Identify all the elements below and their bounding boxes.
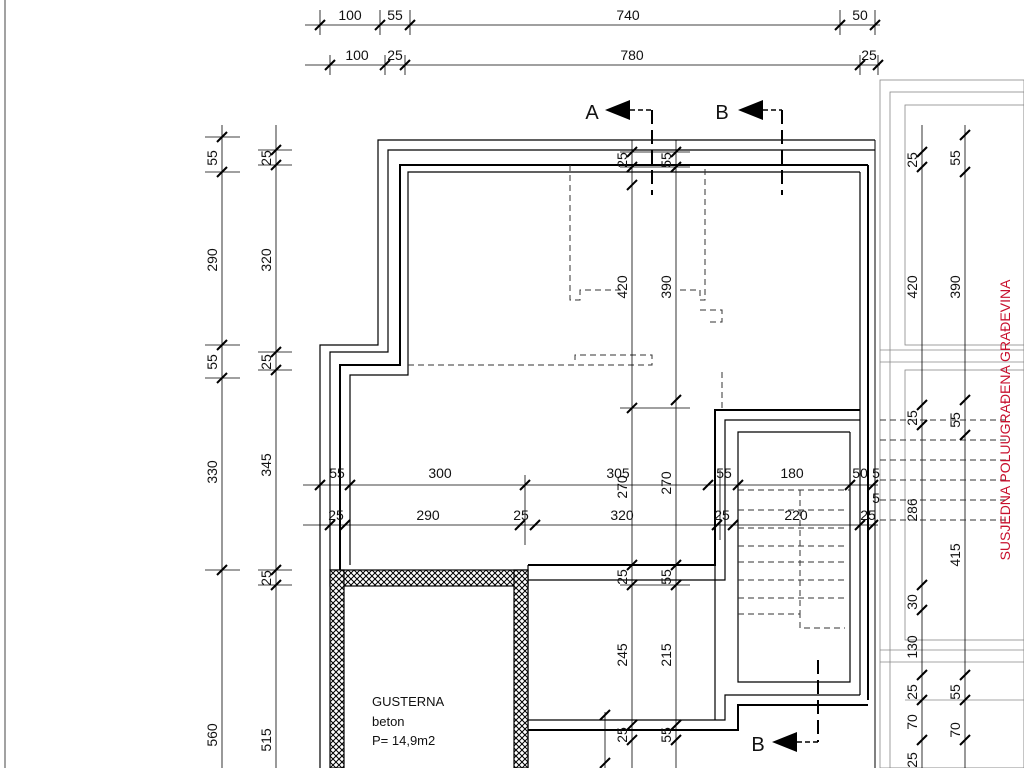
dim-center-7: 25: [614, 569, 630, 585]
dim-center-2: 55: [658, 152, 674, 168]
dim-left-outer-2: 290: [204, 248, 220, 272]
dim-center-11: 25: [614, 727, 630, 743]
section-mark-a: A: [585, 102, 599, 124]
dim-right-11: 130: [904, 635, 920, 659]
dim-right-1: 25: [904, 152, 920, 168]
dim-right-2: 55: [947, 150, 963, 166]
dim-top2-1: 100: [345, 47, 369, 63]
building-walls: [319, 139, 876, 768]
dim-mid2-4: 320: [610, 507, 634, 523]
dim-right-15: 70: [947, 722, 963, 738]
dim-right-8: 5: [872, 490, 880, 506]
dim-mid1-1: 55: [329, 465, 345, 481]
dim-left-inner-3: 25: [258, 354, 274, 370]
dim-right-3: 420: [904, 275, 920, 299]
dim-mid2-7: 25: [860, 507, 876, 523]
dim-center-5: 270: [614, 475, 630, 499]
neighbor-building: [879, 79, 1024, 768]
dim-right-13: 55: [947, 684, 963, 700]
dim-mid1-5: 180: [780, 465, 804, 481]
dim-right-10: 30: [904, 594, 920, 610]
dim-top-4: 50: [852, 7, 868, 23]
dim-top2-4: 25: [861, 47, 877, 63]
dim-top2-3: 780: [620, 47, 644, 63]
dim-top-1: 100: [338, 7, 362, 23]
dim-mid2-5: 25: [714, 507, 730, 523]
dim-left-outer-4: 330: [204, 460, 220, 484]
dim-center-4: 390: [658, 275, 674, 299]
dim-right-12: 25: [904, 684, 920, 700]
dim-right-7: 286: [904, 498, 920, 522]
dim-right-6: 55: [947, 412, 963, 428]
dim-mid2-2: 290: [416, 507, 440, 523]
dim-mid2-6: 220: [784, 507, 808, 523]
dim-center-12: 55: [658, 727, 674, 743]
dim-center-10: 215: [658, 643, 674, 667]
dim-center-9: 245: [614, 643, 630, 667]
room-name-label: GUSTERNA: [372, 694, 445, 709]
dim-top-3: 740: [616, 7, 640, 23]
dim-top-2: 55: [387, 7, 403, 23]
dim-mid1-6: 50: [852, 465, 868, 481]
dim-center-3: 420: [614, 275, 630, 299]
dim-left-inner-5: 25: [258, 570, 274, 586]
dim-left-inner-6: 515: [258, 728, 274, 752]
dim-mid1-4: 55: [716, 465, 732, 481]
dim-left-inner-1: 25: [258, 150, 274, 166]
dim-right-9: 415: [947, 543, 963, 567]
dim-mid2-1: 25: [328, 507, 344, 523]
middle-dimension-chains: [303, 470, 879, 545]
cistern-hatched-walls: [329, 569, 529, 768]
dim-left-inner-2: 320: [258, 248, 274, 272]
dim-mid1-7: 5: [872, 465, 880, 481]
section-mark-b-bottom: B: [751, 734, 764, 756]
section-marks: [605, 100, 819, 752]
dim-right-14: 70: [904, 714, 920, 730]
room-material-label: beton: [372, 714, 405, 729]
dim-right-4: 390: [947, 275, 963, 299]
dim-right-5: 25: [904, 410, 920, 426]
center-dimension-lines: [599, 140, 690, 768]
dim-left-outer-5: 560: [204, 723, 220, 747]
dim-left-outer-3: 55: [204, 354, 220, 370]
dim-mid2-3: 25: [513, 507, 529, 523]
left-dimension-chains: [205, 125, 292, 768]
dashed-projection-lines: [408, 165, 850, 629]
dim-center-1: 25: [614, 152, 630, 168]
dim-mid1-2: 300: [428, 465, 452, 481]
dim-center-8: 55: [658, 569, 674, 585]
dim-left-outer-1: 55: [204, 150, 220, 166]
section-mark-b-top: B: [715, 102, 728, 124]
dim-mid1-3: 305: [606, 465, 630, 481]
neighbor-building-label: SUSJEDNA POLUUGRAĐENA GRAĐEVINA: [997, 279, 1013, 561]
top-dimension-chains: [305, 10, 884, 75]
dim-right-16: 25: [904, 752, 920, 768]
room-area-label: P= 14,9m2: [372, 733, 435, 748]
dim-center-6: 270: [658, 471, 674, 495]
dim-left-inner-4: 345: [258, 453, 274, 477]
dim-top2-2: 25: [387, 47, 403, 63]
